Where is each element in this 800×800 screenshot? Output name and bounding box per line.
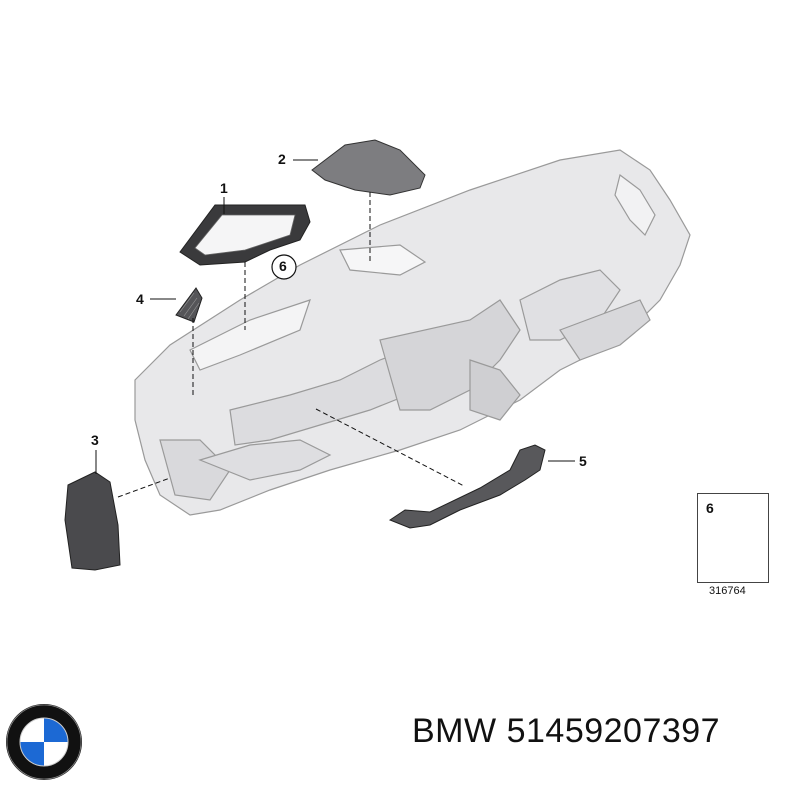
bmw-roundel-logo (6, 704, 82, 780)
part-5-bracket[interactable] (388, 444, 546, 529)
leader-lines (95, 159, 575, 498)
brand-name: BMW (412, 712, 497, 750)
legend-reference-number: 316764 (709, 585, 746, 597)
part-number: 51459207397 (506, 712, 721, 750)
part-2-top-panel[interactable] (311, 139, 426, 196)
callout-4: 4 (136, 291, 144, 307)
callout-5: 5 (579, 453, 587, 469)
part-4-air-vent[interactable] (175, 287, 203, 323)
callout-6: 6 (279, 258, 287, 274)
callout-3: 3 (91, 432, 99, 448)
legend-item-number: 6 (706, 500, 714, 516)
dashboard-body (134, 149, 691, 516)
part-1-display-frame[interactable] (179, 204, 311, 266)
callout-6-circle (271, 254, 297, 280)
callout-2: 2 (278, 151, 286, 167)
part-3-side-trim[interactable] (64, 471, 121, 571)
callout-1: 1 (220, 180, 228, 196)
legend-box: 6 (697, 493, 769, 583)
